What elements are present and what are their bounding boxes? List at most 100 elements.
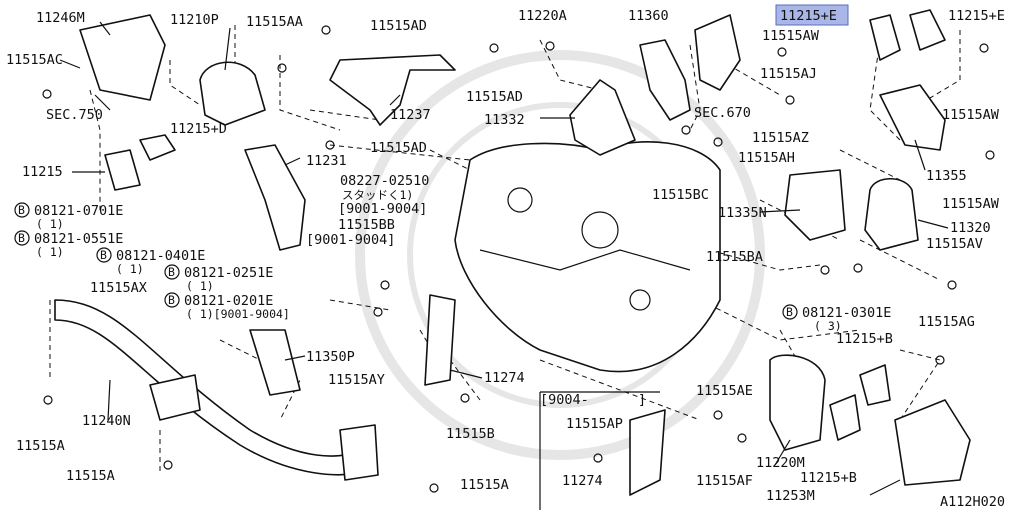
label-11231[interactable]: 11231 xyxy=(306,153,347,169)
bolt-b-letter-0301: B xyxy=(786,305,793,319)
bolt-b-icon-0551 xyxy=(14,230,30,246)
label-08121-0301e[interactable]: 08121-0301E xyxy=(802,305,891,321)
label-11253m[interactable]: 11253M xyxy=(766,488,815,504)
label-11215e[interactable]: 11215+E xyxy=(948,8,1005,24)
qty-0401e: ( 1) xyxy=(116,262,144,276)
label-11515aj[interactable]: 11515AJ xyxy=(760,66,817,82)
label-11515ad-right[interactable]: 11515AD xyxy=(466,89,523,105)
label-11515ae[interactable]: 11515AE xyxy=(696,383,753,399)
bracket-11253m xyxy=(894,399,971,486)
qty-0201e: ( 1)[9001-9004] xyxy=(186,307,290,321)
bolt-b-icon-0701 xyxy=(14,202,30,218)
label-11515az[interactable]: 11515AZ xyxy=(752,130,809,146)
qty-0301e: ( 3) xyxy=(814,319,842,333)
bracket-11355 xyxy=(879,84,946,151)
label-11360[interactable]: 11360 xyxy=(628,8,669,24)
label-11515ag[interactable]: 11515AG xyxy=(918,314,975,330)
bolt-b-letter-0401: B xyxy=(100,248,107,262)
bolt-b-icon-0251 xyxy=(164,264,180,280)
label-bb-range: [9001-9004] xyxy=(306,232,395,248)
qty-0251e: ( 1) xyxy=(186,279,214,293)
label-11515aw-1[interactable]: 11515AW xyxy=(762,28,820,44)
bracket-11274-box xyxy=(629,409,666,496)
label-11240n[interactable]: 11240N xyxy=(82,413,131,429)
heat-shield-11246m xyxy=(79,14,166,101)
label-11246m[interactable]: 11246M xyxy=(36,10,85,26)
label-stud-range: [9001-9004] xyxy=(338,201,427,217)
label-11515a-bottom-left[interactable]: 11515A xyxy=(66,468,115,484)
bolt-b-letter-0251: B xyxy=(168,265,175,279)
label-08121-0201e[interactable]: 08121-0201E xyxy=(184,293,273,309)
leader-lines xyxy=(59,21,949,510)
bolt-b-letter-0701: B xyxy=(18,203,25,217)
label-sec750[interactable]: SEC.750 xyxy=(46,107,103,123)
mount-11320 xyxy=(864,177,919,251)
bracket-sec670 xyxy=(694,14,741,91)
bolt-b-letter-0551: B xyxy=(18,231,25,245)
label-11355[interactable]: 11355 xyxy=(926,168,967,184)
label-range-close: ] xyxy=(638,392,646,408)
label-11350p[interactable]: 11350P xyxy=(306,349,355,365)
label-11215b-top[interactable]: 11215+B xyxy=(836,331,893,347)
label-11215d[interactable]: 11215+D xyxy=(170,121,227,137)
label-11210p[interactable]: 11210P xyxy=(170,12,219,28)
label-11215e-highlighted[interactable]: 11215+E xyxy=(780,8,837,24)
bolt-b-icon-0201 xyxy=(164,292,180,308)
label-11274[interactable]: 11274 xyxy=(484,370,525,386)
label-11515av[interactable]: 11515AV xyxy=(926,236,983,252)
label-11335n[interactable]: 11335N xyxy=(718,205,767,221)
label-11515ba[interactable]: 11515BA xyxy=(706,249,763,265)
label-stud-qty: スタッドく1) xyxy=(342,188,413,202)
bracket-11231 xyxy=(244,144,306,251)
label-11515a-bottom[interactable]: 11515A xyxy=(460,477,509,493)
highlight-box xyxy=(775,4,849,26)
label-11215[interactable]: 11215 xyxy=(22,164,63,180)
label-08121-0551e[interactable]: 08121-0551E xyxy=(34,231,123,247)
bracket-11335n xyxy=(784,169,846,241)
label-08121-0251e[interactable]: 08121-0251E xyxy=(184,265,273,281)
mount-11210p xyxy=(199,61,266,126)
insulator-11350p xyxy=(249,329,301,396)
mount-11220m xyxy=(769,354,826,451)
label-11515ad-mid[interactable]: 11515AD xyxy=(370,140,427,156)
label-sec670[interactable]: SEC.670 xyxy=(694,105,751,121)
label-11320[interactable]: 11320 xyxy=(950,220,991,236)
label-11515aw-3[interactable]: 11515AW xyxy=(942,196,1000,212)
qty-0701e: ( 1) xyxy=(36,217,64,231)
crossmember-11240n xyxy=(54,299,371,476)
label-11515aa[interactable]: 11515AA xyxy=(246,14,303,30)
diagram-code: A112H020 xyxy=(940,494,1005,510)
part-shapes xyxy=(54,9,971,496)
label-11237[interactable]: 11237 xyxy=(390,107,431,123)
label-11515ax[interactable]: 11515AX xyxy=(90,280,147,296)
label-11515a-left[interactable]: 11515A xyxy=(16,438,65,454)
bracket-11332 xyxy=(569,79,636,156)
label-11274-box[interactable]: 11274 xyxy=(562,473,603,489)
label-11515bc[interactable]: 11515BC xyxy=(652,187,709,203)
bolt-glyphs xyxy=(42,25,995,493)
label-11220a[interactable]: 11220A xyxy=(518,8,567,24)
label-11515ay[interactable]: 11515AY xyxy=(328,372,385,388)
label-11215b-bottom[interactable]: 11215+B xyxy=(800,470,857,486)
label-11515aw-2[interactable]: 11515AW xyxy=(942,107,1000,123)
bolt-b-icon-0301 xyxy=(782,304,798,320)
engine-block xyxy=(454,141,721,373)
label-range-9004: [9004- xyxy=(540,392,589,408)
label-11515ac[interactable]: 11515AC xyxy=(6,52,63,68)
label-11515ad-top[interactable]: 11515AD xyxy=(370,18,427,34)
part-labels: 11246M 11210P 11515AA 11515AD 11220A 113… xyxy=(6,8,1005,510)
label-11515ap[interactable]: 11515AP xyxy=(566,416,623,432)
label-11515af[interactable]: 11515AF xyxy=(696,473,753,489)
label-08227-02510[interactable]: 08227-02510 xyxy=(340,173,429,189)
label-08121-0401e[interactable]: 08121-0401E xyxy=(116,248,205,264)
label-11515b[interactable]: 11515B xyxy=(446,426,495,442)
label-11220m[interactable]: 11220M xyxy=(756,455,805,471)
qty-0551e: ( 1) xyxy=(36,245,64,259)
label-11332[interactable]: 11332 xyxy=(484,112,525,128)
label-11515bb[interactable]: 11515BB xyxy=(338,217,395,233)
label-08121-0701e[interactable]: 08121-0701E xyxy=(34,203,123,219)
bolt-b-letter-0201: B xyxy=(168,293,175,307)
mount-11360 xyxy=(639,39,691,121)
label-11515ah[interactable]: 11515AH xyxy=(738,150,795,166)
